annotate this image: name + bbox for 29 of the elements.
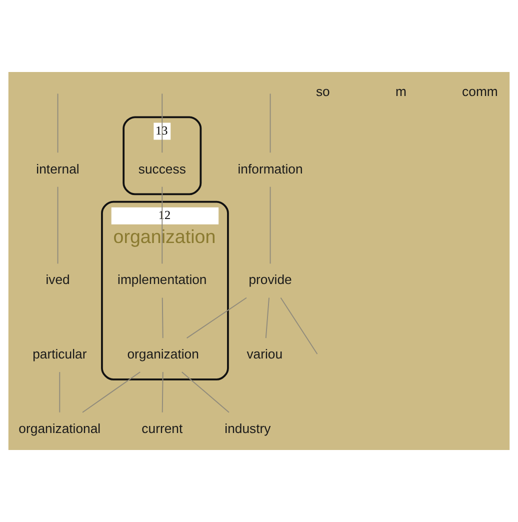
- connector: [82, 372, 141, 413]
- connector: [59, 372, 60, 413]
- connector: [270, 93, 271, 154]
- node-text: particular: [32, 346, 87, 362]
- node-text: organization: [127, 346, 199, 362]
- node-text: provide: [248, 272, 292, 288]
- node-text: comm: [462, 84, 498, 100]
- node-text: so: [316, 84, 330, 100]
- node-text: industry: [224, 420, 271, 436]
- node-text: information: [238, 161, 303, 176]
- node-text: organizational: [18, 420, 101, 436]
- connector: [57, 93, 58, 154]
- connector: [162, 297, 164, 339]
- connector: [162, 93, 163, 154]
- connector: [265, 297, 270, 339]
- node-text: success: [138, 161, 186, 176]
- connector: [181, 372, 230, 413]
- connector: [162, 186, 163, 264]
- connector: [162, 372, 164, 413]
- connector: [186, 297, 247, 339]
- node-text: internal: [36, 161, 80, 176]
- connector: [270, 186, 271, 264]
- connector: [57, 186, 58, 264]
- node-text: variou: [246, 346, 283, 362]
- node-text: implementation: [118, 272, 207, 288]
- connector: [280, 297, 318, 354]
- node-text: m: [396, 84, 406, 100]
- node-text: ived: [46, 272, 70, 288]
- node-text: current: [142, 420, 183, 436]
